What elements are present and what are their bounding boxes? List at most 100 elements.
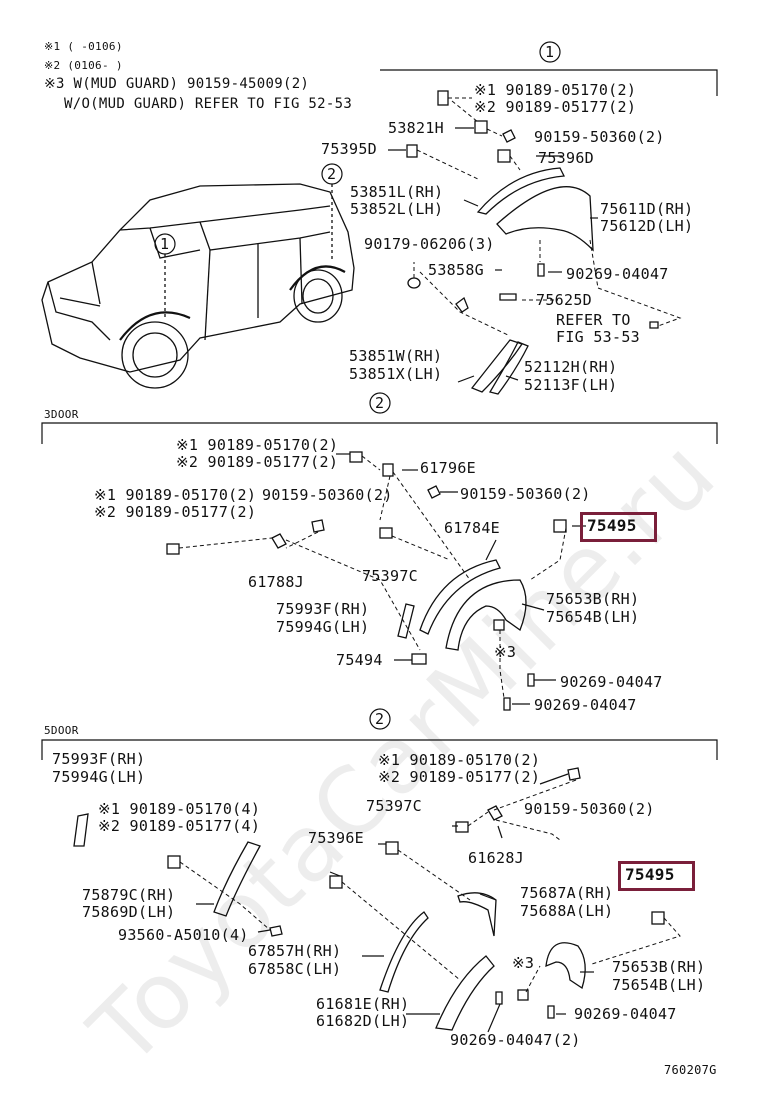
part-label: 90269-04047 bbox=[574, 1005, 677, 1023]
part-label: ※1 90189-05170(2) bbox=[94, 486, 257, 504]
part-label: ※2 90189-05177(2) bbox=[176, 453, 339, 471]
top-parts bbox=[406, 90, 659, 395]
section-5door: 5DOOR bbox=[44, 724, 79, 737]
part-label: 75869D(LH) bbox=[82, 903, 176, 921]
part-label: 75397C bbox=[366, 797, 422, 815]
part-label: 61682D(LH) bbox=[316, 1012, 410, 1030]
clip-75397C bbox=[379, 527, 393, 539]
clip-75397C-bot bbox=[455, 821, 469, 833]
frame-5door bbox=[41, 739, 718, 760]
part-label: REFER TO bbox=[556, 311, 631, 329]
bolt-bot-2 bbox=[495, 991, 503, 1005]
flare-75653B bbox=[445, 579, 527, 651]
nut-53858G bbox=[407, 277, 421, 289]
part-label: ※2 90189-05177(2) bbox=[474, 98, 637, 116]
part-label-highlighted: 75495 bbox=[625, 865, 675, 884]
part-label: 53851L(RH) bbox=[350, 183, 444, 201]
part-label: 53821H bbox=[388, 119, 444, 137]
legend-note-3: ※3 W(MUD GUARD) 90159-45009(2) bbox=[44, 76, 310, 92]
molding-52112H bbox=[488, 341, 529, 395]
highlight-box-75495-bot bbox=[618, 861, 695, 891]
callout-1-car: 1 bbox=[160, 235, 170, 253]
part-label: 75397C bbox=[362, 567, 418, 585]
flare-75653B-bot bbox=[545, 942, 586, 990]
top-leaders bbox=[413, 97, 682, 337]
part-label: 75879C(RH) bbox=[82, 886, 176, 904]
clip-75625D bbox=[499, 293, 517, 301]
callout-2-3door: 2 bbox=[375, 394, 385, 412]
part-label: ※1 90189-05170(4) bbox=[98, 800, 261, 818]
clip-61796E bbox=[382, 463, 394, 477]
clip-75495-bot bbox=[651, 911, 665, 925]
part-label: 75611D(RH) bbox=[600, 200, 694, 218]
screw-top-1 bbox=[502, 129, 516, 143]
callout-2-5door: 2 bbox=[375, 710, 385, 728]
part-label: 53851W(RH) bbox=[349, 347, 443, 365]
part-label: 61628J bbox=[468, 849, 524, 867]
part-label: 53858G bbox=[428, 261, 484, 279]
figure-id: 760207G bbox=[664, 1063, 717, 1077]
clip-bot-2 bbox=[329, 875, 343, 889]
screw-mid-2 bbox=[311, 519, 325, 533]
part-label: 90159-50360(2) bbox=[460, 485, 591, 503]
flare-61681E bbox=[435, 955, 495, 1031]
part-label: ※2 90189-05177(4) bbox=[98, 817, 261, 835]
part-label: 90269-04047 bbox=[560, 673, 663, 691]
clip-53821H bbox=[474, 120, 488, 134]
liner-53851L bbox=[476, 167, 566, 215]
part-label: ※2 90189-05177(2) bbox=[378, 768, 541, 786]
part-label: 61788J bbox=[248, 573, 304, 591]
bolt-mid-1 bbox=[527, 673, 535, 687]
clip-61788J bbox=[271, 533, 287, 549]
part-label: 67857H(RH) bbox=[248, 942, 342, 960]
callout-circle-3door bbox=[369, 392, 391, 414]
molding-75879C bbox=[213, 841, 261, 917]
part-label: 75625D bbox=[536, 291, 592, 309]
clip-75494 bbox=[411, 653, 427, 665]
clip-mid-x3 bbox=[493, 619, 505, 631]
part-label: ※3 bbox=[512, 954, 535, 972]
part-label: 75993F(RH) bbox=[52, 750, 146, 768]
part-label: ※1 90189-05170(2) bbox=[474, 81, 637, 99]
part-label: 75653B(RH) bbox=[546, 590, 640, 608]
part-label: 75687A(RH) bbox=[520, 884, 614, 902]
top-solid-leaders bbox=[388, 127, 598, 383]
callout-circle-top bbox=[539, 41, 561, 63]
part-label: 75654B(LH) bbox=[612, 976, 706, 994]
part-label: 52112H(RH) bbox=[524, 358, 618, 376]
screw-bot-1 bbox=[567, 767, 581, 781]
molding-67857H bbox=[379, 911, 429, 993]
frame-3door bbox=[41, 422, 718, 444]
clip-75396E bbox=[385, 841, 399, 855]
bot-solid-leaders bbox=[196, 773, 594, 1033]
part-label: 90159-50360(2) bbox=[524, 800, 655, 818]
part-label: ※1 90189-05170(2) bbox=[176, 436, 339, 454]
part-label: 53851X(LH) bbox=[349, 365, 443, 383]
part-label: 90159-50360(2) bbox=[534, 128, 665, 146]
mid-solid-leaders bbox=[336, 453, 586, 705]
clip-top-1 bbox=[437, 90, 449, 106]
clip-75495-mid bbox=[553, 519, 567, 533]
callout-1-top: 1 bbox=[545, 43, 555, 61]
part-label: 90269-04047 bbox=[534, 696, 637, 714]
part-label: 75993F(RH) bbox=[276, 600, 370, 618]
clip-75396D bbox=[497, 149, 511, 163]
legend-note-4: W/O(MUD GUARD) REFER TO FIG 52-53 bbox=[64, 96, 353, 112]
screw-93560 bbox=[269, 925, 283, 937]
part-label: 75395D bbox=[321, 140, 377, 158]
part-label: 90179-06206(3) bbox=[364, 235, 495, 253]
part-label: 61784E bbox=[444, 519, 500, 537]
mid-leaders bbox=[178, 455, 567, 699]
part-label: 75612D(LH) bbox=[600, 217, 694, 235]
part-label: ※3 bbox=[494, 643, 517, 661]
part-label: 90269-04047(2) bbox=[450, 1031, 581, 1049]
bolt-bot-1 bbox=[547, 1005, 555, 1019]
part-label-highlighted: 75495 bbox=[587, 516, 637, 535]
clip-bot-x3 bbox=[517, 989, 529, 1001]
section-3door: 3DOOR bbox=[44, 408, 79, 421]
flare-75611D bbox=[496, 186, 594, 252]
part-label: 90269-04047 bbox=[566, 265, 669, 283]
part-label: 75653B(RH) bbox=[612, 958, 706, 976]
